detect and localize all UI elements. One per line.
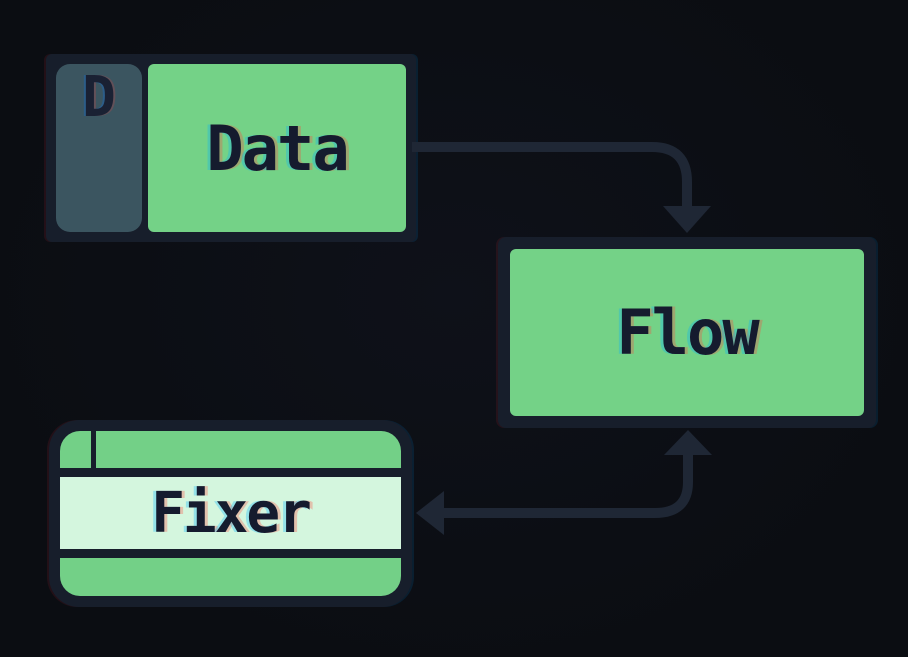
node-fixer-header-band [60, 431, 401, 468]
node-fixer-label: Fixer [151, 480, 312, 546]
edge-data-to-flow[interactable] [412, 142, 711, 233]
node-flow[interactable]: Flow [498, 237, 876, 428]
edge-flow-fixer[interactable] [416, 430, 712, 535]
node-data-label: Data [206, 111, 349, 185]
node-fixer-body: Fixer [60, 431, 401, 596]
arrowhead-up-icon [664, 430, 712, 455]
data-badge-icon: D [82, 65, 116, 130]
node-flow-body: Flow [510, 249, 864, 416]
arrowhead-down-icon [663, 206, 711, 233]
arrowhead-left-icon [416, 491, 444, 535]
node-fixer[interactable]: Fixer [49, 420, 412, 607]
node-fixer-title-band: Fixer [60, 477, 401, 549]
node-flow-label: Flow [616, 296, 759, 369]
node-fixer-header-divider [91, 431, 96, 468]
node-data-sidebar: D [56, 64, 142, 232]
node-fixer-footer-band [60, 558, 401, 596]
node-data[interactable]: D Data [46, 54, 416, 242]
node-data-body: Data [148, 64, 406, 232]
